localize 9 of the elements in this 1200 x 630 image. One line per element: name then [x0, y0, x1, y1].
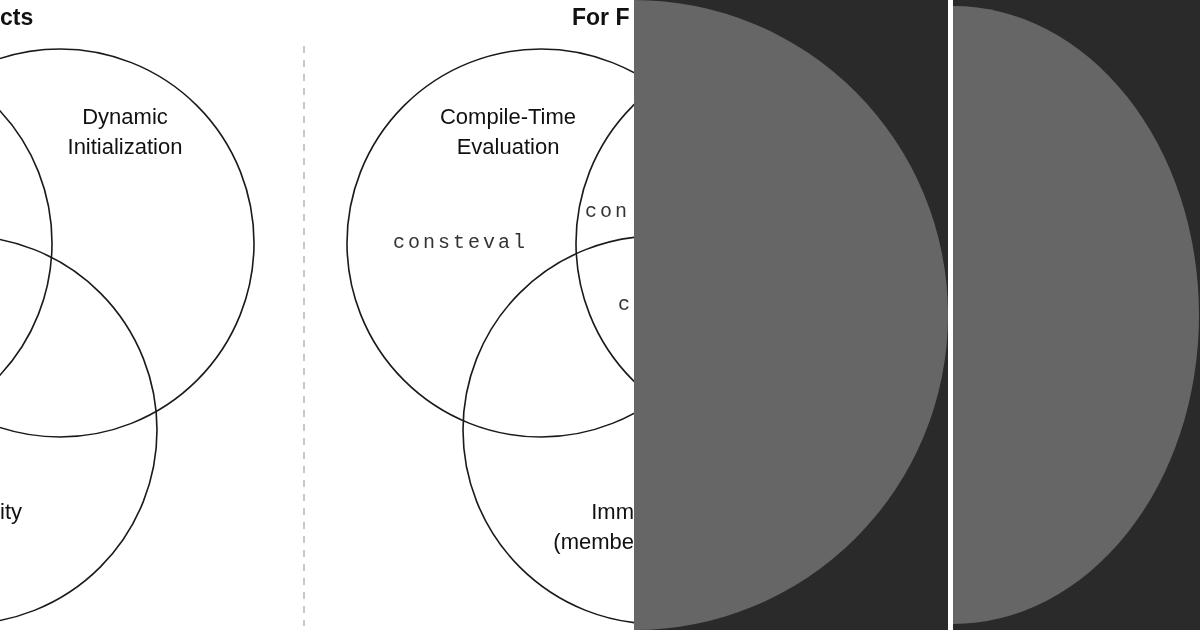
code-label: consteval: [393, 230, 530, 256]
section-heading: cts: [0, 4, 34, 31]
code-label: con: [585, 200, 630, 223]
section-heading: For F: [572, 4, 630, 31]
circle-label: Compile-Time Evaluation: [438, 103, 578, 161]
circle-label: Dynamic Initialization: [66, 103, 184, 161]
circle-label: ity: [0, 498, 23, 526]
circle-label: Imm (membe: [552, 498, 634, 556]
code-label: c: [618, 293, 633, 316]
